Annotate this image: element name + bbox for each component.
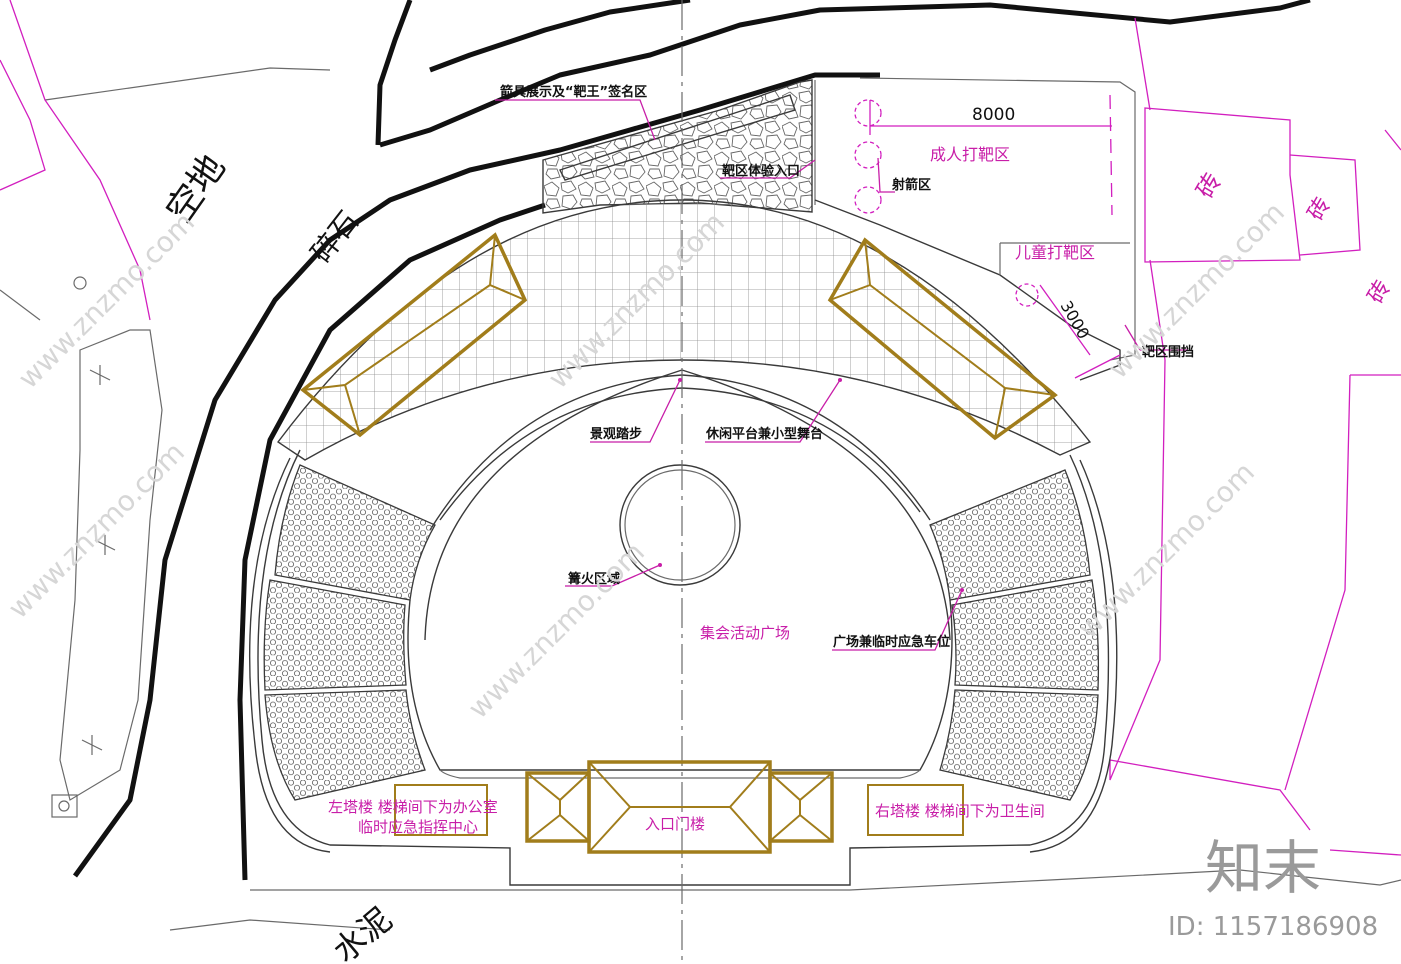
label-emergency-parking: 广场兼临时应急车位 (833, 634, 950, 650)
label-left-tower-line2: 临时应急指挥中心 (358, 818, 478, 836)
label-entrance-building: 入口门楼 (645, 815, 705, 833)
label-cement: 水泥 (326, 900, 399, 964)
label-right-tower: 右塔楼 楼梯间下为卫生间 (875, 802, 1045, 820)
seating-left (263, 464, 436, 801)
site-outlines (0, 67, 1401, 931)
property-boundaries (0, 0, 1401, 856)
label-brick-3: 砖 (1364, 276, 1397, 308)
label-stage: 休闲平台兼小型舞台 (705, 426, 823, 442)
pavilion-left (300, 232, 528, 438)
watermark-site-1: www.znzmo.com (12, 206, 201, 395)
entrance-building (525, 760, 834, 854)
label-target-entrance: 靶区体验入口 (722, 163, 800, 179)
pavilion-right (827, 237, 1058, 441)
target-area (814, 94, 1130, 381)
label-archery-area: 射箭区 (891, 177, 931, 193)
label-adult-target: 成人打靶区 (930, 145, 1010, 164)
label-left-tower-line1: 左塔楼 楼梯间下为办公室 (328, 798, 498, 816)
label-brick-1: 砖 (1191, 168, 1227, 203)
tower-boxes (394, 784, 964, 836)
leader-lines (495, 99, 1188, 651)
roads (72, 0, 1311, 881)
display-area (542, 79, 813, 214)
plaza-outline (248, 0, 1118, 964)
label-plaza: 集会活动广场 (700, 624, 790, 642)
watermark-brand: 知末 (1205, 834, 1321, 902)
watermark-site-4: www.znzmo.com (462, 536, 651, 725)
label-target-fence: 靶区围挡 (1142, 344, 1194, 360)
label-bonfire: 篝火区域 (568, 571, 620, 587)
label-display-area: 箭具展示及“靶王”签名区 (500, 84, 647, 100)
zone-text: 箭具展示及“靶王”签名区 靶区体验入口 射箭区 8000 成人打靶区 儿童打靶区… (328, 84, 1194, 836)
label-landscape-steps: 景观踏步 (590, 426, 642, 442)
seating-right (929, 469, 1100, 801)
label-child-target: 儿童打靶区 (1015, 243, 1095, 262)
watermark-id: ID: 1157186908 (1168, 912, 1378, 942)
label-brick-2: 砖 (1304, 193, 1337, 225)
label-adult-width: 8000 (972, 105, 1015, 125)
watermark-site-5: www.znzmo.com (1102, 196, 1291, 385)
